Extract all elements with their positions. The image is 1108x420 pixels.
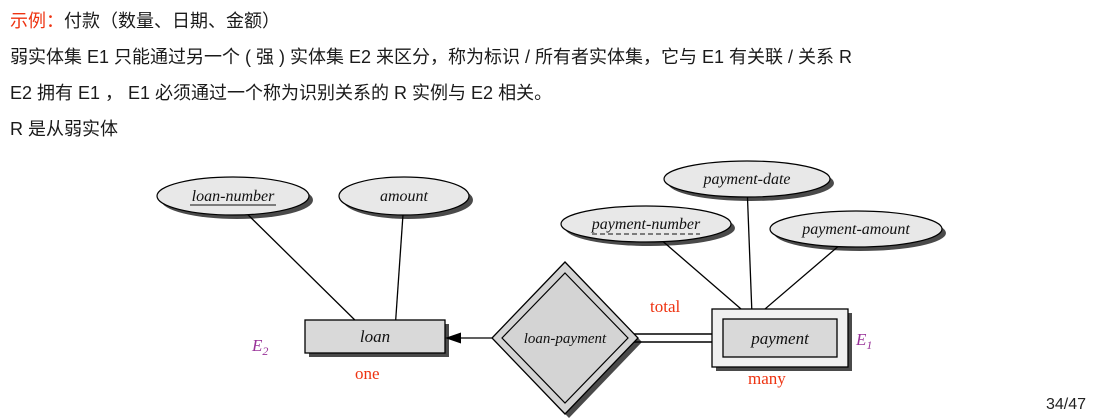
arrow-head-icon (445, 332, 461, 344)
amount-ellipse (338, 176, 470, 216)
loan-payment-diamond-inner (501, 272, 629, 404)
payment-date-ellipse (663, 160, 831, 198)
connector-line (651, 231, 749, 316)
payment-amount-label: payment-amount (801, 221, 910, 238)
r-paragraph: R 是从弱实体 (10, 119, 118, 140)
payment-amount-ellipse (769, 210, 943, 248)
connector-line (232, 199, 366, 331)
example-line: 示例：付款（数量、日期、金额） (10, 10, 1098, 33)
loan-payment-diamond (491, 261, 639, 415)
payment-number-label: payment-number (591, 216, 701, 233)
example-text: 付款（数量、日期、金额） (64, 11, 280, 31)
slide-text-block: 示例：付款（数量、日期、金额） 弱实体集 E1 只能通过另一个 ( 强 ) 实体… (10, 10, 1098, 154)
payment-entity-label: payment (750, 329, 810, 348)
amount-label: amount (380, 188, 429, 205)
e2-letter: E (251, 336, 263, 355)
e1-letter: E (855, 330, 867, 349)
example-label: 示例： (10, 11, 64, 31)
connector-line (746, 184, 753, 316)
e2-label: E2 (251, 336, 268, 358)
one-label: one (355, 364, 380, 383)
total-label: total (650, 297, 680, 316)
e1-label: E1 (855, 330, 872, 352)
loan-payment-label: loan-payment (524, 331, 607, 347)
connector-line (394, 199, 405, 331)
payment-date-label: payment-date (702, 171, 790, 188)
weak-entity-paragraph: 弱实体集 E1 只能通过另一个 ( 强 ) 实体集 E2 来区分，称为标识 / … (10, 47, 853, 68)
loan-entity-box (304, 319, 446, 354)
many-label: many (748, 369, 786, 388)
e2-subscript: 2 (262, 344, 268, 358)
payment-entity-inner-box (722, 318, 838, 358)
loan-number-label: loan-number (192, 188, 275, 205)
payment-number-ellipse (560, 205, 732, 243)
page-number: 34/47 (1045, 396, 1086, 413)
e1-subscript: 1 (866, 338, 872, 352)
connector-line (757, 237, 849, 316)
owner-paragraph: E2 拥有 E1 ， E1 必须通过一个称为识别关系的 R 实例与 E2 相关。 (10, 83, 553, 104)
loan-entity-label: loan (360, 327, 390, 346)
